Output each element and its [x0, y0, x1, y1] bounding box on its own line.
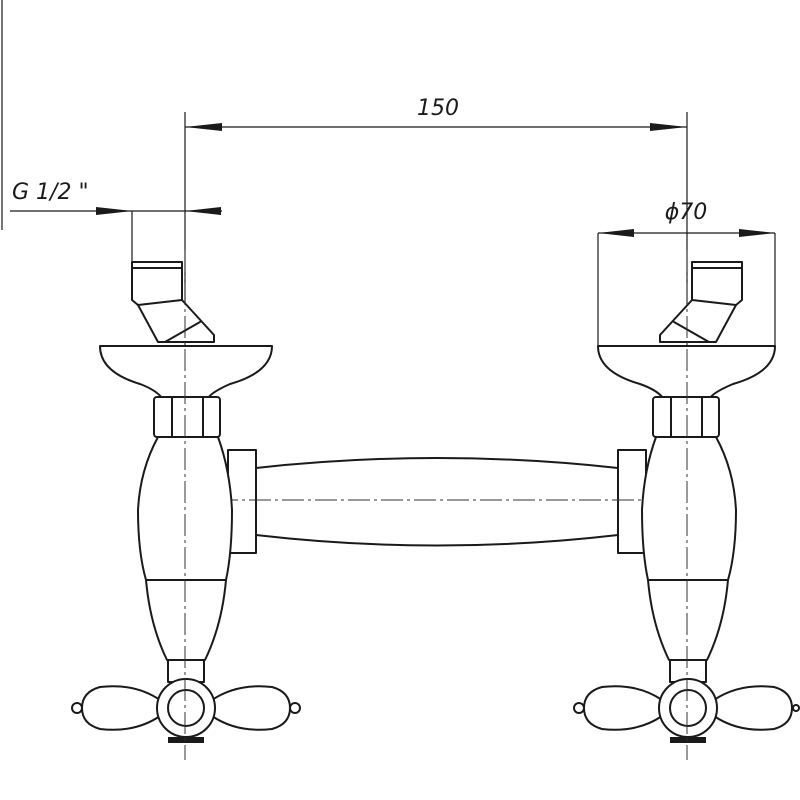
valve-body-lower-right: [647, 579, 729, 661]
fitting-bend-line-right: [691, 299, 737, 306]
handle-hub-inner-left: [167, 689, 205, 727]
spout-stub-left: [168, 737, 204, 743]
handle-hub-inner-right: [669, 689, 707, 727]
dimension-label-diameter: ϕ70: [665, 200, 708, 225]
lever-left-b: [211, 685, 291, 731]
lever-left-a: [81, 685, 161, 731]
arrow-thread-left: [96, 207, 132, 215]
fitting-bend-line-left: [137, 299, 183, 306]
dimension-thread: G 1/2 ": [10, 180, 222, 262]
lever-right-a: [583, 685, 663, 731]
lever-tip-left-b: [289, 702, 301, 714]
valve-body-lower-left: [145, 579, 227, 661]
escutcheon-left: [99, 345, 273, 399]
dimension-label-thread: G 1/2 ": [12, 180, 89, 205]
arrow-right: [650, 123, 687, 131]
fitting-elbow-line-left: [164, 321, 201, 343]
nut-right: [652, 396, 720, 438]
lever-right-b: [713, 685, 793, 731]
dimension-label-spacing: 150: [417, 96, 459, 121]
lever-tip-right-b: [792, 704, 800, 712]
arrow-diameter-left: [598, 229, 634, 237]
arrow-left: [185, 123, 222, 131]
valve-left: [71, 261, 301, 743]
cross-bar: [150, 449, 725, 554]
lever-tip-left-a: [71, 702, 83, 714]
arrow-diameter-right: [739, 229, 775, 237]
arrow-thread-right: [185, 207, 221, 215]
fitting-elbow-line-right: [673, 321, 710, 343]
valve-right: [573, 261, 800, 743]
nut-left: [153, 396, 221, 438]
spout-stub-right: [670, 737, 706, 743]
valve-body-upper-right: [641, 436, 737, 581]
dimension-diameter: ϕ70: [597, 200, 776, 346]
dimension-spacing: 150: [184, 96, 688, 440]
lever-tip-right-a: [573, 702, 585, 714]
bar-body: [255, 457, 619, 547]
